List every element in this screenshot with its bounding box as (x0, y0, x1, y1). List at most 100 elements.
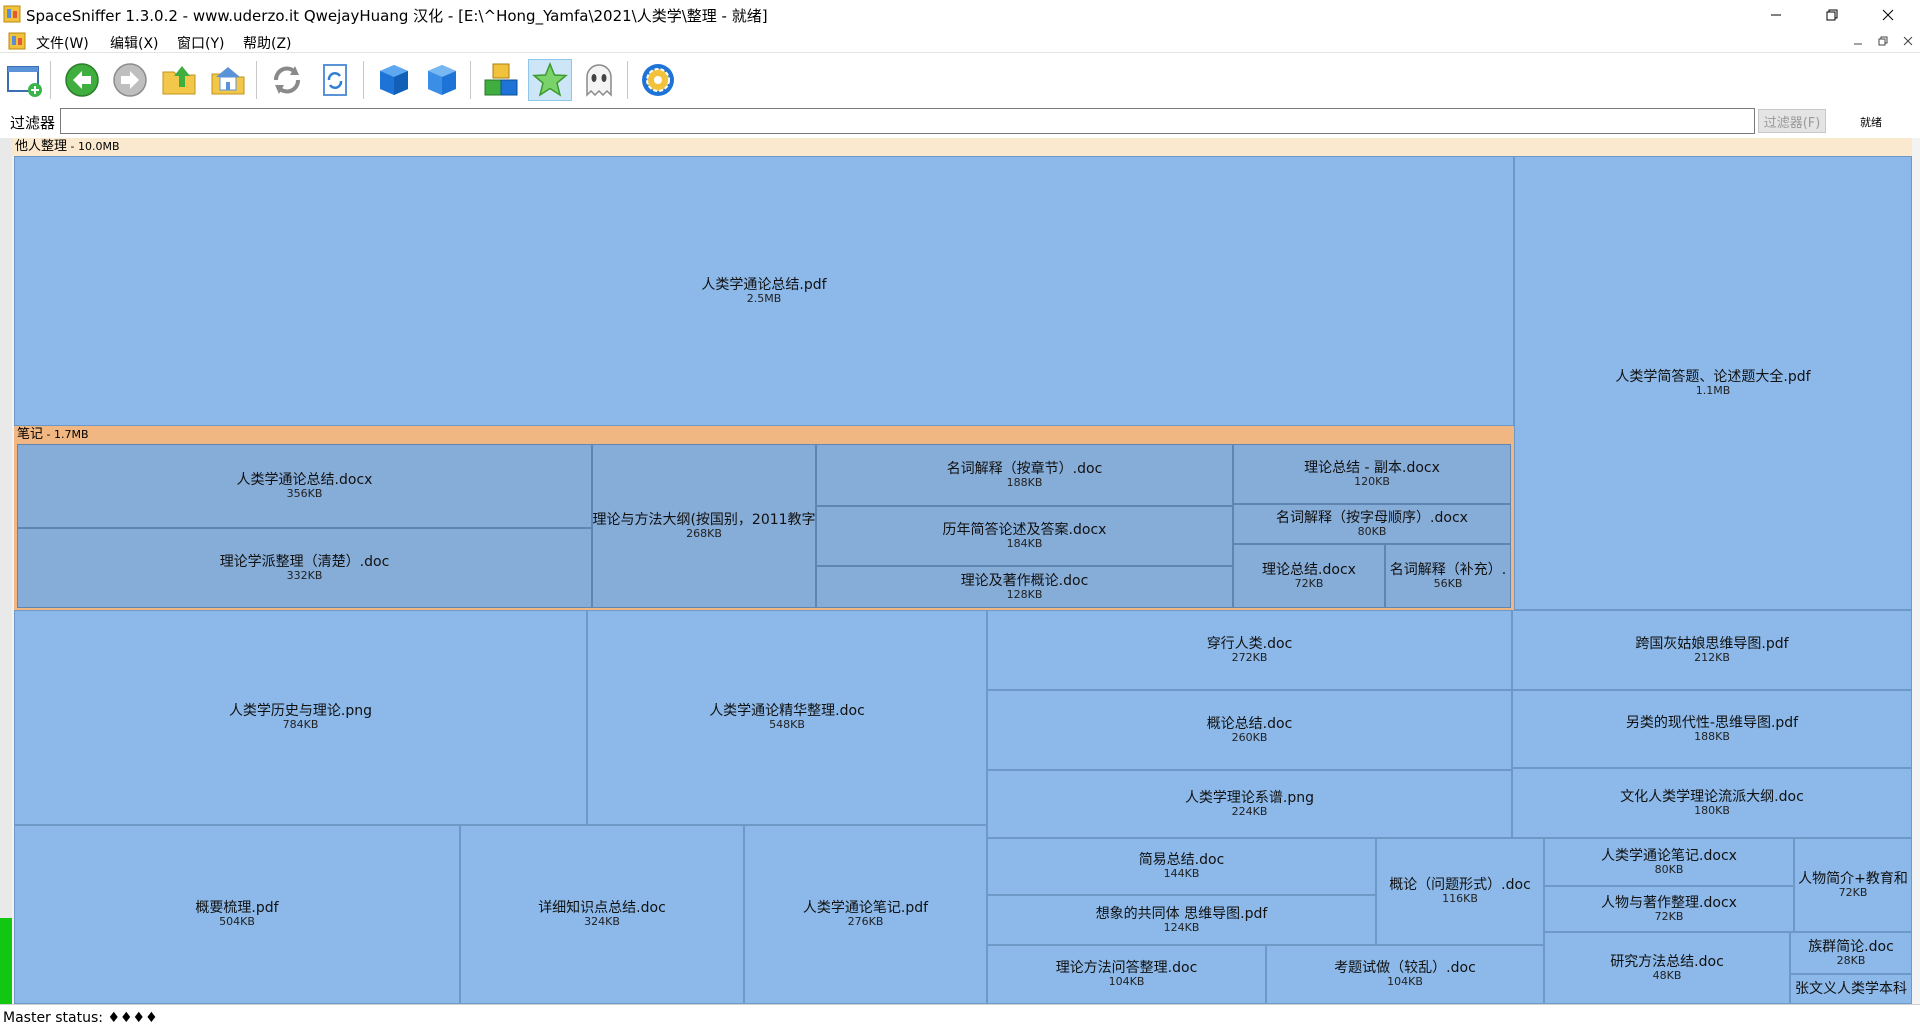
folder-up-button[interactable] (157, 59, 201, 101)
file-size: 144KB (1163, 867, 1200, 880)
file-size: 72KB (1654, 909, 1684, 923)
directory-size: 1.7MB (53, 428, 89, 441)
zoom-in-button[interactable] (372, 59, 416, 101)
toolbar-separator (470, 61, 471, 99)
file-tile[interactable]: 人类学通论笔记.docx 80KB (1544, 838, 1794, 886)
file-name: 概论（问题形式）.doc (1389, 877, 1531, 893)
file-tile[interactable]: 人类学通论总结.pdf 2.5MB (14, 156, 1514, 426)
file-tile[interactable]: 族群简论.doc 28KB (1790, 932, 1912, 974)
close-icon (1903, 36, 1913, 46)
file-tile[interactable]: 人类学通论笔记.pdf 276KB (744, 825, 987, 1004)
file-tile[interactable]: 理论总结.docx 72KB (1233, 544, 1385, 608)
file-tile[interactable]: 详细知识点总结.doc 324KB (460, 825, 744, 1004)
file-size: 124KB (1163, 920, 1200, 934)
file-tile[interactable]: 名词解释（按章节）.doc 188KB (816, 444, 1233, 506)
file-size: 504KB (219, 915, 255, 928)
menu-file[interactable]: 文件(W) (36, 36, 89, 52)
filter-apply-button[interactable]: 过滤器(F) (1758, 109, 1826, 133)
directory-header-root[interactable]: 他人整理 - 10.0MB (12, 138, 1912, 156)
file-size: 224KB (1231, 804, 1268, 818)
home-folder-icon (211, 67, 245, 95)
file-size: 268KB (686, 526, 722, 540)
status-bar: Master status: ♦♦♦♦ (0, 1004, 1920, 1030)
file-size: 188KB (1006, 475, 1043, 489)
file-name: 族群简论.doc (1808, 938, 1894, 955)
file-tile[interactable]: 理论及著作概论.doc 128KB (816, 566, 1233, 608)
file-tile[interactable]: 历年简答论述及答案.docx 184KB (816, 506, 1233, 566)
file-tile[interactable]: 理论学派整理（清楚）.doc 332KB (17, 528, 592, 608)
ghost-button[interactable] (577, 59, 621, 101)
folder-up-icon (162, 66, 196, 95)
restore-button[interactable] (1804, 0, 1860, 30)
menu-edit[interactable]: 编辑(X) (110, 36, 159, 52)
menu-help[interactable]: 帮助(Z) (243, 36, 292, 52)
spacesniffer-app-icon (3, 5, 21, 23)
refresh-button[interactable] (265, 59, 309, 101)
zoom-out-button[interactable] (420, 59, 464, 101)
file-tile[interactable]: 人类学理论系谱.png 224KB (987, 770, 1512, 838)
toolbar-separator (363, 61, 364, 99)
directory-size-separator: - (43, 428, 54, 441)
file-tile[interactable]: 另类的现代性-思维导图.pdf 188KB (1512, 690, 1912, 768)
ghost-icon (586, 64, 612, 97)
file-name: 详细知识点总结.doc (538, 900, 666, 916)
document-window-icon[interactable] (8, 32, 26, 50)
file-tile[interactable]: 理论方法问答整理.doc 104KB (987, 945, 1266, 1004)
settings-gear-icon (642, 64, 674, 96)
settings-button[interactable] (636, 59, 680, 101)
back-button[interactable] (60, 59, 104, 101)
file-tile[interactable]: 跨国灰姑娘思维导图.pdf 212KB (1512, 610, 1912, 690)
file-name: 理论总结.docx (1262, 561, 1356, 578)
file-tile[interactable]: 人类学通论精华整理.doc 548KB (587, 610, 987, 825)
mdi-minimize-button[interactable] (1851, 34, 1865, 48)
home-folder-button[interactable] (206, 59, 250, 101)
file-size: 72KB (1294, 576, 1324, 590)
star-icon (532, 62, 568, 97)
favorites-button[interactable] (528, 59, 572, 101)
file-tile[interactable]: 考题试做（较乱）.doc 104KB (1266, 945, 1544, 1004)
file-size: 276KB (847, 915, 884, 928)
filter-input[interactable] (60, 108, 1755, 134)
treemap-view[interactable]: 他人整理 - 10.0MB 人类学通论总结.pdf 2.5MB 人类学简答题、论… (0, 138, 1920, 1004)
directory-name: 笔记 (17, 427, 44, 442)
file-size: 180KB (1694, 803, 1730, 817)
file-tile[interactable]: 人物简介+教育和 72KB (1794, 838, 1912, 932)
file-tile[interactable]: 张文义人类学本科 (1790, 974, 1912, 1004)
close-icon (1882, 9, 1894, 21)
file-tile[interactable]: 理论与方法大纲(按国别，2011教字 268KB (592, 444, 816, 608)
menu-window[interactable]: 窗口(Y) (177, 36, 225, 52)
forward-button[interactable] (108, 59, 152, 101)
file-tile[interactable]: 文化人类学理论流派大纲.doc 180KB (1512, 768, 1912, 838)
file-tile[interactable]: 名词解释（补充）. 56KB (1385, 544, 1511, 608)
file-tile[interactable]: 名词解释（按字母顺序）.docx 80KB (1233, 504, 1511, 544)
file-size: 324KB (584, 915, 620, 928)
file-tile[interactable]: 概论（问题形式）.doc 116KB (1376, 838, 1544, 945)
new-view-button[interactable] (2, 59, 46, 101)
file-tile[interactable]: 理论总结 - 副本.docx 120KB (1233, 444, 1511, 504)
file-tile[interactable]: 概论总结.doc 260KB (987, 690, 1512, 770)
minimize-button[interactable] (1748, 0, 1804, 30)
file-tile[interactable]: 研究方法总结.doc 48KB (1544, 932, 1790, 1004)
tags-button[interactable] (479, 59, 523, 101)
file-tile[interactable]: 人物与著作整理.docx 72KB (1544, 886, 1794, 932)
file-name: 理论与方法大纲(按国别，2011教字 (592, 511, 816, 528)
file-tile[interactable]: 简易总结.doc 144KB (987, 838, 1376, 895)
file-size: 548KB (769, 718, 805, 731)
directory-header-notes[interactable]: 笔记 - 1.7MB (14, 426, 1514, 444)
zoom-in-cube-icon (380, 65, 408, 95)
mdi-restore-button[interactable] (1876, 34, 1890, 48)
file-name: 人类学通论精华整理.doc (709, 703, 865, 719)
file-name: 人类学通论笔记.docx (1601, 847, 1737, 864)
close-button[interactable] (1860, 0, 1916, 30)
file-size: 72KB (1838, 885, 1868, 899)
file-tile[interactable]: 概要梳理.pdf 504KB (14, 825, 460, 1004)
new-view-icon (7, 66, 42, 97)
file-tile[interactable]: 人类学历史与理论.png 784KB (14, 610, 587, 825)
file-tile[interactable]: 人类学通论总结.docx 356KB (17, 444, 592, 528)
file-tile[interactable]: 穿行人类.doc 272KB (987, 610, 1512, 690)
refresh-document-button[interactable] (313, 59, 357, 101)
file-tile[interactable]: 人类学简答题、论述题大全.pdf 1.1MB (1514, 156, 1912, 610)
file-tile[interactable]: 想象的共同体 思维导图.pdf 124KB (987, 895, 1376, 945)
mdi-close-button[interactable] (1901, 34, 1915, 48)
